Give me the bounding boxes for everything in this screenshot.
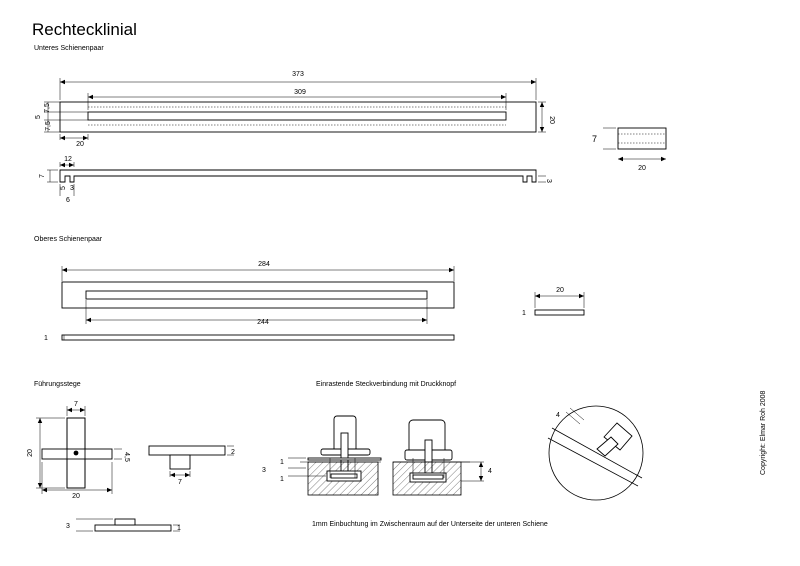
section-label-upper-rail: Oberes Schienenpaar <box>34 236 103 243</box>
upper-rail-side-view <box>61 334 455 341</box>
dim-309: 309 <box>294 89 306 96</box>
dim-1-bottom: 1 <box>177 525 181 532</box>
connector-block <box>617 127 667 150</box>
dim-1-plate: 1 <box>522 310 526 317</box>
dim-2-side: 2 <box>231 449 235 456</box>
dim-20-bottom: 20 <box>76 141 84 148</box>
dim-5-profile: 5 <box>60 186 67 190</box>
dim-7-side: 7 <box>178 479 182 486</box>
dim-20-guide-w: 20 <box>72 493 80 500</box>
dim-4-conn: 4 <box>488 468 492 475</box>
dim-1-conn: 1 <box>280 476 284 483</box>
dim-20-plate: 20 <box>556 287 564 294</box>
upper-rail-top-view <box>61 281 455 309</box>
dim-4-5: 4,5 <box>123 452 130 462</box>
detail-circle-view <box>547 405 644 501</box>
page-title: Rechtecklinial <box>32 20 137 39</box>
dim-3-end: 3 <box>545 179 552 183</box>
dim-7-guide: 7 <box>74 401 78 408</box>
connection-closed-view <box>392 419 470 496</box>
dim-373: 373 <box>292 71 304 78</box>
section-label-connection: Einrastende Steckverbindung mit Druckkno… <box>316 381 457 388</box>
dim-3-conn: 3 <box>262 467 266 474</box>
dim-7-5-bottom: 7,5 <box>45 121 52 131</box>
dim-20-side: 20 <box>548 116 555 124</box>
dim-7-block: 7 <box>592 134 597 144</box>
guide-side-view <box>148 445 226 470</box>
guide-bottom-view <box>94 518 172 532</box>
guide-cross-view <box>41 417 113 489</box>
dim-3-bottom: 3 <box>66 523 70 530</box>
section-label-lower-rail: Unteres Schienenpaar <box>34 45 104 52</box>
lower-rail-top-view <box>59 101 537 133</box>
section-label-guides: Führungsstege <box>34 381 81 388</box>
dim-3-profile: 3 <box>70 185 74 192</box>
connection-open-view <box>300 415 382 496</box>
dim-6: 6 <box>66 197 70 204</box>
upper-plate <box>534 309 585 316</box>
dim-20-block: 20 <box>638 165 646 172</box>
dim-1-top: 1 <box>280 459 284 466</box>
dim-244: 244 <box>257 319 269 326</box>
lower-rail-side-view <box>59 169 537 183</box>
dim-5: 5 <box>35 115 42 119</box>
dim-284: 284 <box>258 261 270 268</box>
note-text: 1mm Einbuchtung im Zwischenraum auf der … <box>312 521 548 528</box>
dim-7-profile: 7 <box>39 174 46 178</box>
dim-7-5-top: 7,5 <box>44 103 51 113</box>
dim-1-rail: 1 <box>44 335 48 342</box>
dim-20-guide-h: 20 <box>27 449 34 457</box>
dim-4-detail: 4 <box>556 412 560 419</box>
dim-12: 12 <box>64 156 72 163</box>
